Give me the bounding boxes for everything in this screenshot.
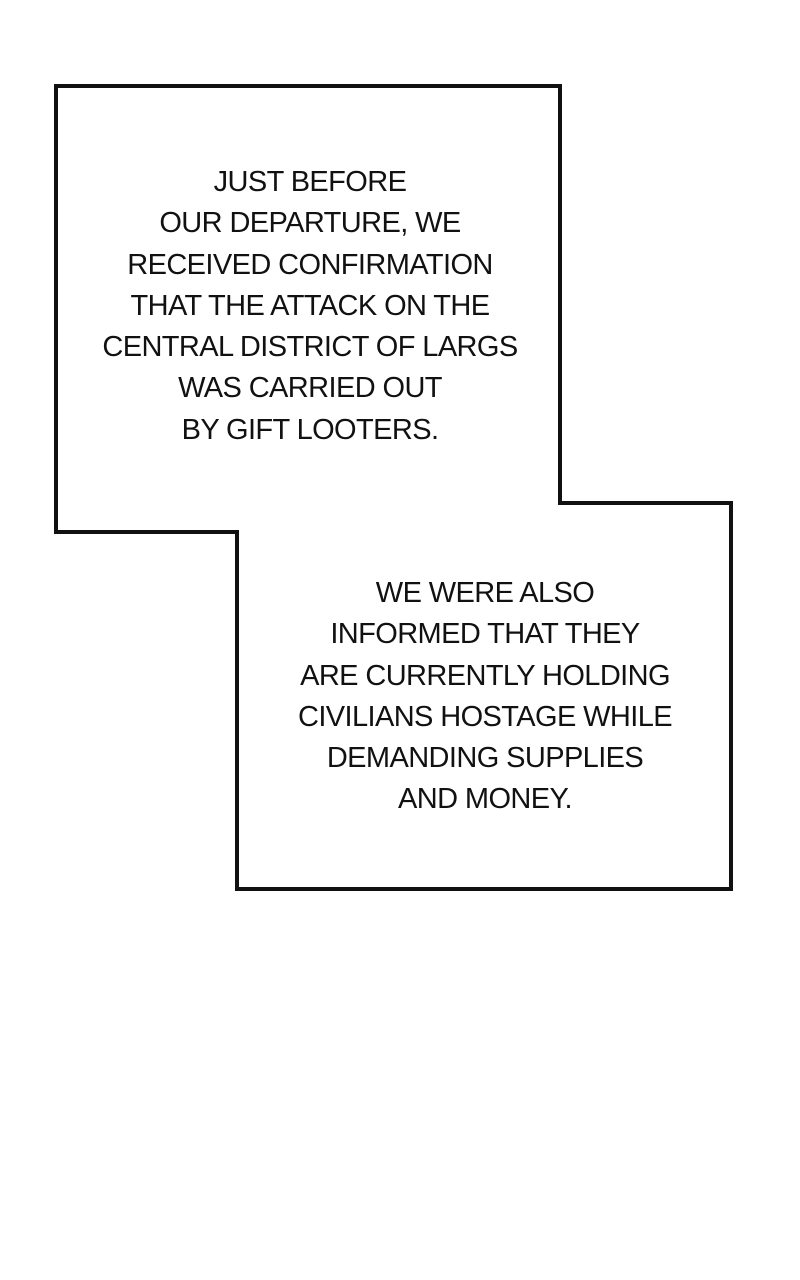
caption-line: CIVILIANS HOSTAGE WHILE: [297, 700, 673, 733]
narration-caption-2: WE WERE ALSO INFORMED THAT THEY ARE CURR…: [240, 573, 730, 821]
caption-line: JUST BEFORE: [213, 166, 407, 198]
caption-box-border: [54, 84, 733, 891]
caption-line: RECEIVED CONFIRMATION: [127, 248, 493, 281]
caption-line: THAT THE ATTACK ON THE: [130, 289, 490, 322]
caption-line: DEMANDING SUPPLIES: [326, 742, 644, 775]
caption-line: WE WERE ALSO: [375, 577, 595, 609]
caption-line: OUR DEPARTURE, WE: [159, 207, 461, 240]
caption-line: BY GIFT LOOTERS.: [181, 413, 439, 446]
caption-line: WAS CARRIED OUT: [178, 372, 442, 405]
caption-line: CENTRAL DISTRICT OF LARGS: [102, 331, 518, 364]
caption-line: AND MONEY.: [398, 783, 573, 816]
caption-line: ARE CURRENTLY HOLDING: [300, 659, 670, 692]
caption-line: INFORMED THAT THEY: [330, 618, 640, 651]
narration-caption-1: JUST BEFORE OUR DEPARTURE, WE RECEIVED C…: [60, 162, 560, 451]
